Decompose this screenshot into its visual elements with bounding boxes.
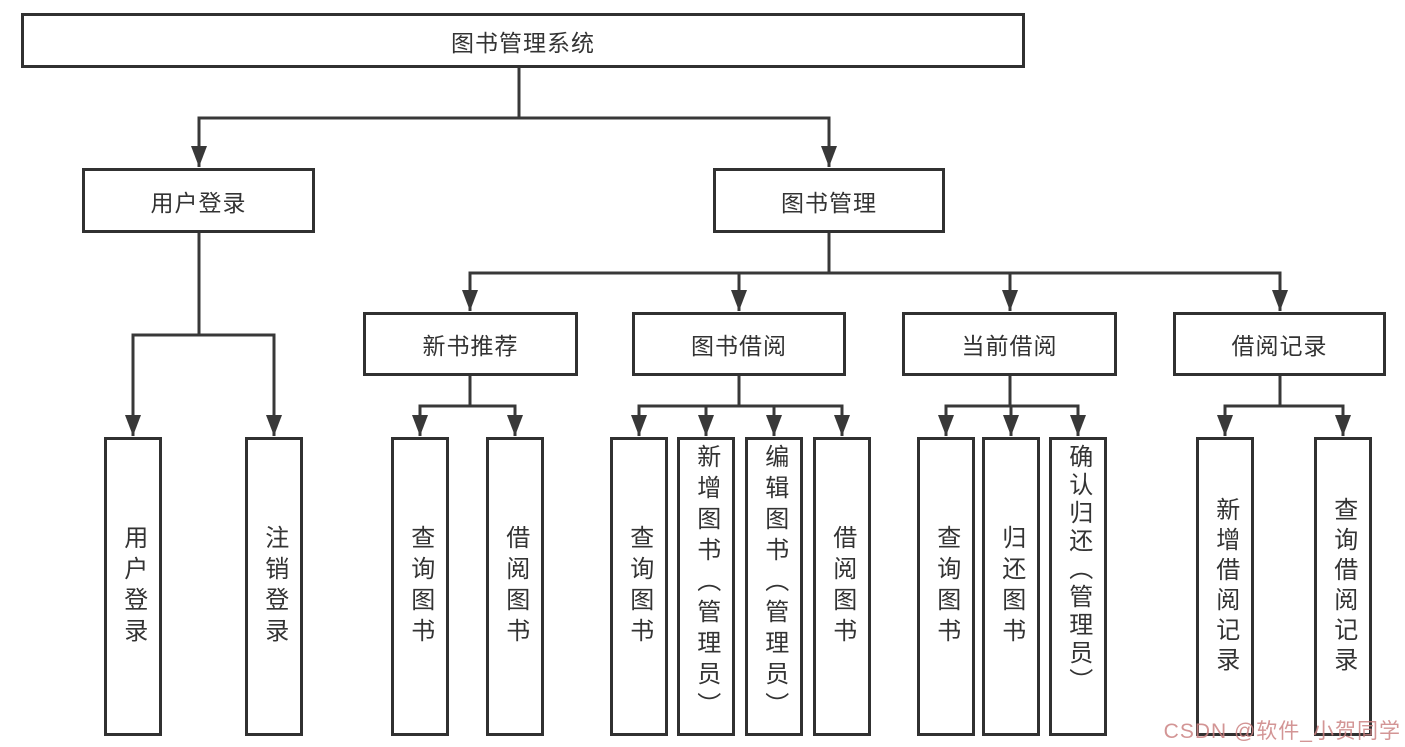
node-root-label: 图书管理系统 bbox=[451, 29, 595, 56]
node-book-management: 图书管理 bbox=[713, 168, 945, 233]
leaf-bb-query-books-label: 查询图书 bbox=[625, 524, 653, 649]
leaf-nb-borrow-books: 借阅图书 bbox=[486, 437, 544, 736]
leaf-cb-return-books: 归还图书 bbox=[982, 437, 1040, 736]
leaf-br-add-record-label: 新增借阅记录 bbox=[1211, 496, 1239, 677]
leaf-cb-confirm-return-admin-label: 确认归还（管理员） bbox=[1064, 444, 1092, 696]
csdn-watermark: CSDN @软件_小贺同学 bbox=[1163, 720, 1401, 743]
leaf-br-query-record: 查询借阅记录 bbox=[1314, 437, 1372, 736]
leaf-cb-query-books-label: 查询图书 bbox=[932, 524, 960, 649]
leaf-bb-borrow-books-label: 借阅图书 bbox=[828, 524, 856, 649]
node-borrow-records-label: 借阅记录 bbox=[1231, 333, 1328, 359]
leaf-logout-label: 注销登录 bbox=[260, 524, 288, 649]
node-book-management-label: 图书管理 bbox=[781, 189, 877, 216]
leaf-cb-return-books-label: 归还图书 bbox=[997, 524, 1025, 649]
leaf-nb-borrow-books-label: 借阅图书 bbox=[501, 524, 529, 649]
leaf-bb-query-books: 查询图书 bbox=[610, 437, 668, 736]
leaf-cb-confirm-return-admin: 确认归还（管理员） bbox=[1049, 437, 1107, 736]
node-book-borrow-label: 图书借阅 bbox=[691, 333, 787, 359]
leaf-bb-edit-books-admin-label: 编辑图书（管理员） bbox=[760, 444, 788, 723]
node-current-borrow: 当前借阅 bbox=[902, 312, 1117, 376]
node-user-login: 用户登录 bbox=[82, 168, 315, 233]
node-new-book-recommend: 新书推荐 bbox=[363, 312, 578, 376]
leaf-logout: 注销登录 bbox=[245, 437, 303, 736]
leaf-bb-add-books-admin-label: 新增图书（管理员） bbox=[692, 444, 720, 723]
leaf-user-login-label: 用户登录 bbox=[119, 524, 147, 649]
node-book-borrow: 图书借阅 bbox=[632, 312, 846, 376]
leaf-bb-borrow-books: 借阅图书 bbox=[813, 437, 871, 736]
node-borrow-records: 借阅记录 bbox=[1173, 312, 1386, 376]
leaf-cb-query-books: 查询图书 bbox=[917, 437, 975, 736]
node-user-login-label: 用户登录 bbox=[150, 189, 247, 216]
node-root-system: 图书管理系统 bbox=[21, 13, 1025, 68]
node-current-borrow-label: 当前借阅 bbox=[961, 333, 1058, 359]
node-new-book-recommend-label: 新书推荐 bbox=[422, 333, 519, 359]
leaf-nb-query-books: 查询图书 bbox=[391, 437, 449, 736]
leaf-br-add-record: 新增借阅记录 bbox=[1196, 437, 1254, 736]
leaf-bb-edit-books-admin: 编辑图书（管理员） bbox=[745, 437, 803, 736]
leaf-br-query-record-label: 查询借阅记录 bbox=[1329, 496, 1357, 677]
leaf-user-login: 用户登录 bbox=[104, 437, 162, 736]
leaf-nb-query-books-label: 查询图书 bbox=[406, 524, 434, 649]
leaf-bb-add-books-admin: 新增图书（管理员） bbox=[677, 437, 735, 736]
